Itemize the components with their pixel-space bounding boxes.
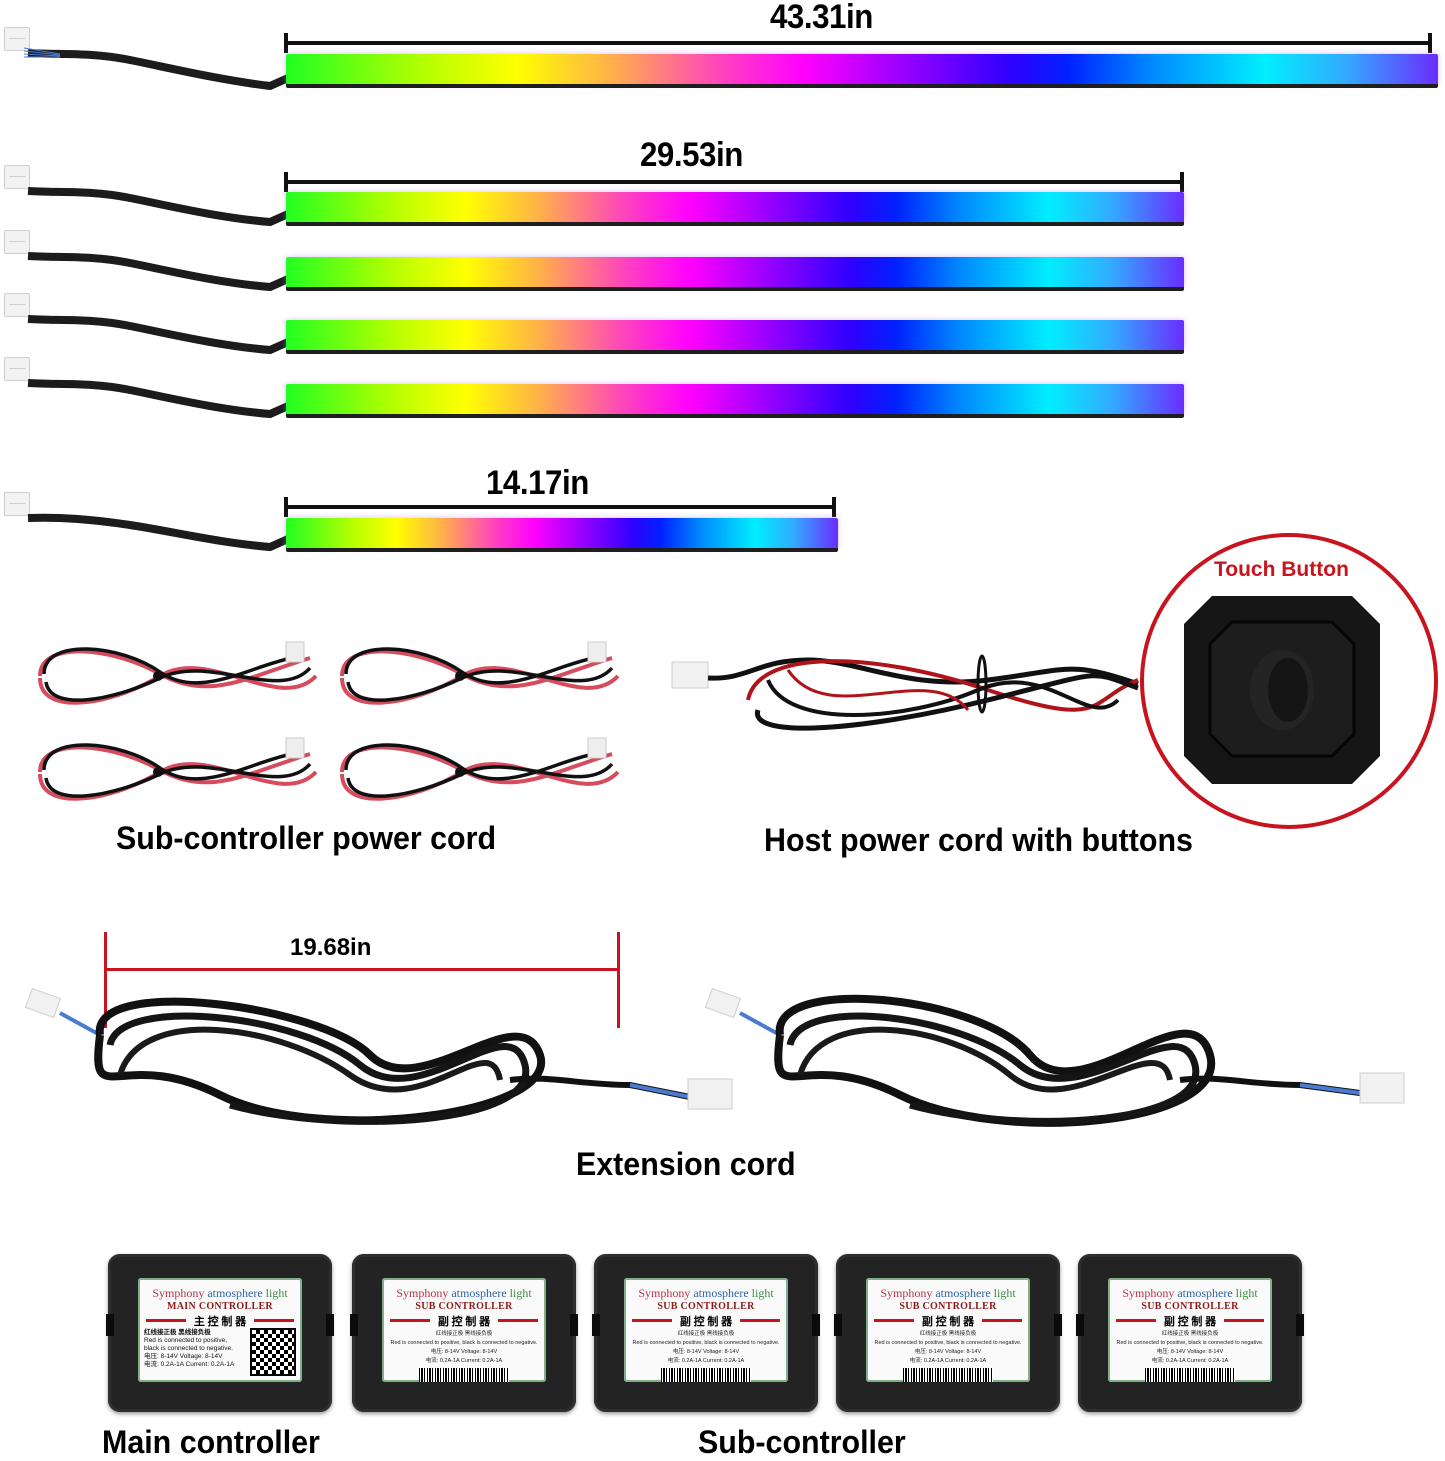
touch-button-callout-label: Touch Button: [1214, 558, 1349, 581]
led-bar: [286, 384, 1184, 414]
led-bar: [286, 192, 1184, 222]
sub-controller-caption: Sub-controller: [698, 1424, 906, 1460]
label-chinese-title: 主 控 制 器: [138, 1313, 302, 1329]
label-spec-voltage: 电压: 8-14V Voltage: 8-14V: [144, 1353, 223, 1360]
label-spec-voltage: 电压: 8-14V Voltage: 8-14V: [1156, 1349, 1224, 1355]
length-label: 43.31in: [770, 0, 873, 36]
strip-connector: [4, 27, 30, 51]
sub-controller-label: Symphony atmosphere light SUB CONTROLLER…: [382, 1278, 546, 1382]
label-subtitle: MAIN CONTROLLER: [167, 1301, 273, 1312]
label-wiring-en-2: black is connected to negative.: [144, 1345, 233, 1352]
led-bar: [286, 54, 1438, 84]
label-title: Symphony atmosphere light: [880, 1286, 1016, 1300]
sub-controller-power-cord-caption: Sub-controller power cord: [116, 820, 497, 856]
label-title: Symphony atmosphere light: [638, 1286, 774, 1300]
label-wiring-en-1: Red is connected to positive,: [144, 1337, 228, 1344]
sub-controller-label: Symphony atmosphere light SUB CONTROLLER…: [624, 1278, 788, 1382]
dimension-tick-right: [832, 497, 836, 517]
label-wiring-cn: 红线接正极 黑线接负极: [919, 1331, 977, 1337]
strip-lead-cable: [27, 513, 290, 552]
sub-controller: Symphony atmosphere light SUB CONTROLLER…: [1076, 1254, 1304, 1412]
strip-connector: [4, 230, 30, 254]
host-power-cord-caption: Host power cord with buttons: [764, 822, 1193, 858]
label-wiring-en: Red is connected to positive, black is c…: [632, 1340, 780, 1346]
extension-length-label: 19.68in: [290, 934, 372, 961]
label-subtitle: SUB CONTROLLER: [899, 1301, 997, 1312]
sub-controller: Symphony atmosphere light SUB CONTROLLER…: [350, 1254, 578, 1412]
strip-lead-cable: [27, 379, 290, 419]
sub-controller: Symphony atmosphere light SUB CONTROLLER…: [834, 1254, 1062, 1412]
label-title: Symphony atmosphere light: [1122, 1286, 1258, 1300]
dimension-tick-right: [617, 932, 620, 1028]
main-controller-caption: Main controller: [102, 1424, 320, 1460]
dimension-tick-left: [104, 932, 107, 1028]
extension-cord-icon: [24, 987, 733, 1125]
power-cord-red-black-icon: [38, 737, 318, 801]
label-chinese-title: 副 控 制 器: [866, 1313, 1030, 1329]
strip-lead-cable: [27, 315, 290, 355]
strip-connector: [4, 357, 30, 381]
strip-lead-cable: [23, 47, 290, 90]
label-spec-voltage: 电压: 8-14V Voltage: 8-14V: [672, 1349, 740, 1355]
barcode-icon: [1145, 1368, 1235, 1382]
led-bar: [286, 257, 1184, 287]
led-bar: [286, 320, 1184, 350]
label-spec-voltage: 电压: 8-14V Voltage: 8-14V: [430, 1349, 498, 1355]
label-spec-current: 电流: 0.2A-1A Current: 0.2A-1A: [425, 1358, 503, 1364]
strip-connector: [4, 492, 30, 516]
label-wiring-cn: 红线接正极 黑线接负极: [435, 1331, 493, 1337]
main-controller-label: Symphony atmosphere light MAIN CONTROLLE…: [138, 1278, 302, 1382]
label-spec-voltage: 电压: 8-14V Voltage: 8-14V: [914, 1349, 982, 1355]
label-wiring-cn: 红线接正极 黑线接负极: [677, 1331, 735, 1337]
length-label: 14.17in: [486, 464, 589, 502]
host-cable-icon: [671, 654, 1139, 731]
extension-cord-caption: Extension cord: [576, 1146, 796, 1182]
barcode-icon: [661, 1368, 751, 1382]
label-wiring-en: Red is connected to positive, black is c…: [1116, 1340, 1264, 1346]
sub-controller: Symphony atmosphere light SUB CONTROLLER…: [592, 1254, 820, 1412]
label-chinese-title: 副 控 制 器: [382, 1313, 546, 1329]
touch-button-icon[interactable]: [1184, 592, 1384, 792]
dimension-line: [284, 505, 836, 509]
length-label: 29.53in: [640, 136, 743, 174]
label-wiring-cn: 红线接正极 黑线接负极: [144, 1329, 211, 1336]
main-controller: Symphony atmosphere light MAIN CONTROLLE…: [106, 1254, 334, 1412]
barcode-icon: [903, 1368, 993, 1382]
sub-controller-label: Symphony atmosphere light SUB CONTROLLER…: [1108, 1278, 1272, 1382]
label-spec-current: 电流: 0.2A-1A Current: 0.2A-1A: [909, 1358, 987, 1364]
barcode-icon: [419, 1368, 509, 1382]
label-wiring-en: Red is connected to positive, black is c…: [390, 1340, 538, 1346]
label-title: Symphony atmosphere light: [396, 1286, 532, 1300]
dimension-line: [284, 180, 1184, 184]
extension-cord-icon: [704, 987, 1405, 1127]
label-spec-current: 电流: 0.2A-1A Current: 0.2A-1A: [144, 1361, 235, 1368]
label-subtitle: SUB CONTROLLER: [657, 1301, 755, 1312]
dimension-line: [104, 968, 620, 971]
label-wiring-en: Red is connected to positive, black is c…: [874, 1340, 1022, 1346]
strip-lead-cable: [27, 187, 290, 227]
label-subtitle: SUB CONTROLLER: [415, 1301, 513, 1312]
label-spec-current: 电流: 0.2A-1A Current: 0.2A-1A: [667, 1358, 745, 1364]
power-cord-red-black-icon: [340, 737, 620, 801]
qr-code-icon: [250, 1328, 296, 1376]
power-cord-red-black-icon: [38, 641, 318, 705]
dimension-tick-right: [1180, 172, 1184, 192]
label-wiring-cn: 红线接正极 黑线接负极: [1161, 1331, 1219, 1337]
led-bar: [286, 518, 838, 548]
sub-controller-label: Symphony atmosphere light SUB CONTROLLER…: [866, 1278, 1030, 1382]
label-subtitle: SUB CONTROLLER: [1141, 1301, 1239, 1312]
label-spec-current: 电流: 0.2A-1A Current: 0.2A-1A: [1151, 1358, 1229, 1364]
label-chinese-title: 副 控 制 器: [624, 1313, 788, 1329]
power-cord-red-black-icon: [340, 641, 620, 705]
strip-connector: [4, 293, 30, 317]
dimension-line: [284, 41, 1432, 45]
dimension-tick-right: [1428, 33, 1432, 53]
strip-lead-cable: [27, 252, 290, 292]
label-title: Symphony atmosphere light: [152, 1286, 288, 1300]
label-chinese-title: 副 控 制 器: [1108, 1313, 1272, 1329]
touch-button-callout-circle: [1140, 533, 1438, 829]
strip-connector: [4, 165, 30, 189]
